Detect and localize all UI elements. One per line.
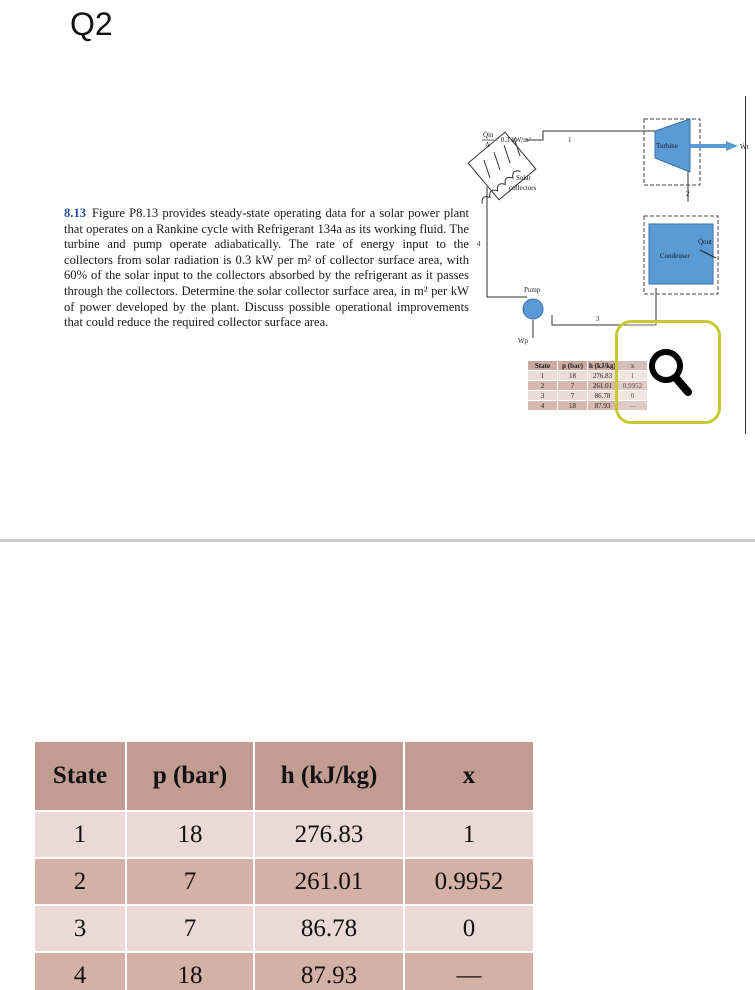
small-cell: — (617, 400, 648, 411)
small-data-table: State p (bar) h (kJ/kg) x 1 18 276.83 1 … (527, 360, 648, 411)
small-table-header: State (527, 360, 558, 371)
condenser: Condenser Q̇out (643, 215, 719, 295)
turbine-label: Turbine (656, 142, 678, 150)
small-cell: 7 (557, 390, 588, 401)
cell-enthalpy: 276.83 (253, 810, 405, 859)
state-data-table: State p (bar) h (kJ/kg) x 1 18 276.83 1 … (33, 740, 535, 990)
cell-quality: 1 (403, 810, 535, 859)
small-cell: 86.78 (587, 390, 618, 401)
condenser-label: Condenser (660, 252, 691, 260)
cell-pressure: 7 (125, 857, 255, 906)
cell-pressure: 18 (125, 810, 255, 859)
table-header-row: State p (bar) h (kJ/kg) x (33, 740, 535, 812)
small-cell: 87.93 (587, 400, 618, 411)
small-cell: 7 (557, 380, 588, 391)
pump-label: Pump (524, 286, 541, 294)
small-table-header: h (kJ/kg) (587, 360, 618, 371)
cell-enthalpy: 261.01 (253, 857, 405, 906)
pipe-condenser-pump (551, 288, 657, 326)
header-pressure: p (bar) (125, 740, 255, 812)
turbine-work-arrow: Ẇt (690, 141, 749, 151)
cell-state: 2 (33, 857, 127, 906)
table-row: 1 18 276.83 1 (33, 810, 535, 859)
cell-quality: — (403, 951, 535, 990)
solar-label-1: Solar (516, 174, 531, 182)
small-cell: 1 (527, 370, 558, 381)
q-out-label: Q̇out (698, 238, 712, 246)
problem-text: Figure P8.13 provides steady-state opera… (64, 206, 469, 330)
state-2-label: 2 (686, 190, 690, 198)
small-cell: 276.83 (587, 370, 618, 381)
state-3-label: 3 (596, 315, 600, 323)
cell-state: 4 (33, 951, 127, 990)
table-row: 3 7 86.78 0 (33, 904, 535, 953)
cell-quality: 0.9952 (403, 857, 535, 906)
problem-number: 8.13 (64, 206, 87, 220)
pipe-collector-pump (486, 187, 527, 298)
question-label: Q2 (70, 6, 113, 42)
rankine-cycle-diagram: Solar collectors Q̇in A = 0.3 kW/m² Turb… (467, 118, 749, 345)
cell-enthalpy: 87.93 (253, 951, 405, 990)
small-table-row: 3 7 86.78 0 (527, 390, 648, 401)
small-table-row: 1 18 276.83 1 (527, 370, 648, 381)
page-edge-rule (745, 96, 746, 434)
cell-pressure: 18 (125, 951, 255, 990)
table-row: 4 18 87.93 — (33, 951, 535, 990)
header-state: State (33, 740, 127, 812)
state-1-label: 1 (568, 136, 572, 144)
cell-enthalpy: 86.78 (253, 904, 405, 953)
q-in-label: Q̇in (483, 131, 494, 139)
small-table-row: 4 18 87.93 — (527, 400, 648, 411)
small-table-header: p (bar) (557, 360, 588, 371)
pump: Pump Ẇp (518, 286, 544, 345)
section-divider (0, 539, 755, 542)
header-enthalpy: h (kJ/kg) (253, 740, 405, 812)
turbine: Turbine (643, 118, 701, 186)
pipe-collector-turbine (526, 130, 655, 141)
table-row: 2 7 261.01 0.9952 (33, 857, 535, 906)
magnifier-icon[interactable] (646, 346, 694, 398)
solar-collectors: Solar collectors (467, 131, 537, 204)
header-quality: x (403, 740, 535, 812)
small-cell: 3 (527, 390, 558, 401)
state-4-label: 4 (477, 240, 481, 248)
cell-pressure: 7 (125, 904, 255, 953)
solar-label-2: collectors (509, 184, 536, 192)
turbine-work-label: Ẇt (740, 143, 749, 151)
cell-state: 3 (33, 904, 127, 953)
small-cell: 18 (557, 400, 588, 411)
small-cell: 261.01 (587, 380, 618, 391)
cell-quality: 0 (403, 904, 535, 953)
cell-state: 1 (33, 810, 127, 859)
small-cell: 4 (527, 400, 558, 411)
solar-input-label: = 0.3 kW/m² (495, 136, 531, 144)
small-cell: 18 (557, 370, 588, 381)
pump-work-label: Ẇp (518, 337, 529, 345)
area-label: A (485, 141, 490, 149)
small-cell: 2 (527, 380, 558, 391)
